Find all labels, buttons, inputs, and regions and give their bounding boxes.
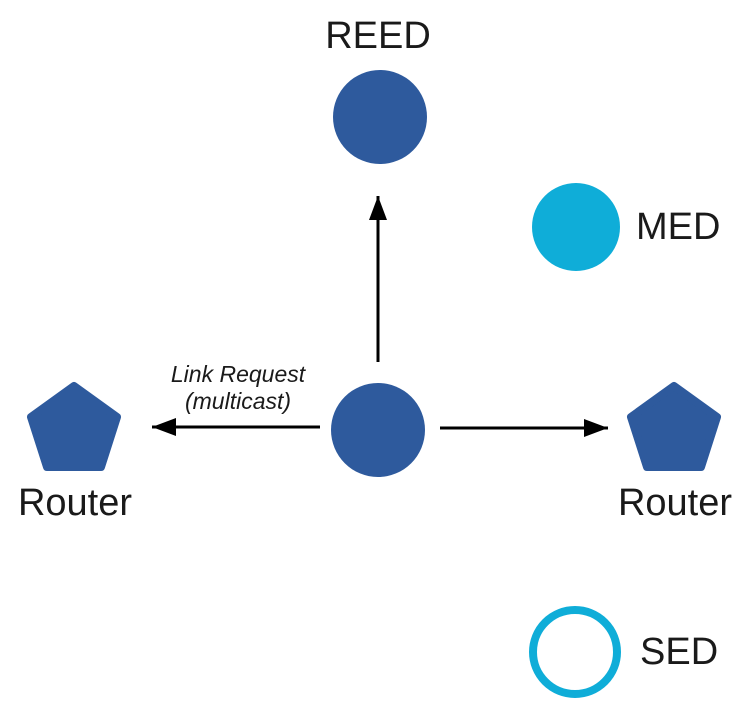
router-right-pentagon-icon bbox=[627, 382, 721, 471]
link-request-line1: Link Request bbox=[170, 361, 306, 387]
reed-node-icon bbox=[333, 70, 427, 164]
router-right-label: Router bbox=[617, 482, 733, 524]
link-request-line2: (multicast) bbox=[184, 388, 292, 414]
router-left-pentagon-icon bbox=[27, 382, 121, 471]
link-request-annotation: Link Request (multicast) bbox=[171, 361, 305, 415]
med-label: MED bbox=[636, 206, 721, 248]
router-left-label: Router bbox=[17, 482, 133, 524]
sed-node-icon bbox=[529, 606, 621, 698]
reed-label: REED bbox=[325, 15, 431, 57]
sed-label: SED bbox=[640, 631, 719, 673]
center-node-icon bbox=[331, 383, 425, 477]
med-node-icon bbox=[532, 183, 620, 271]
